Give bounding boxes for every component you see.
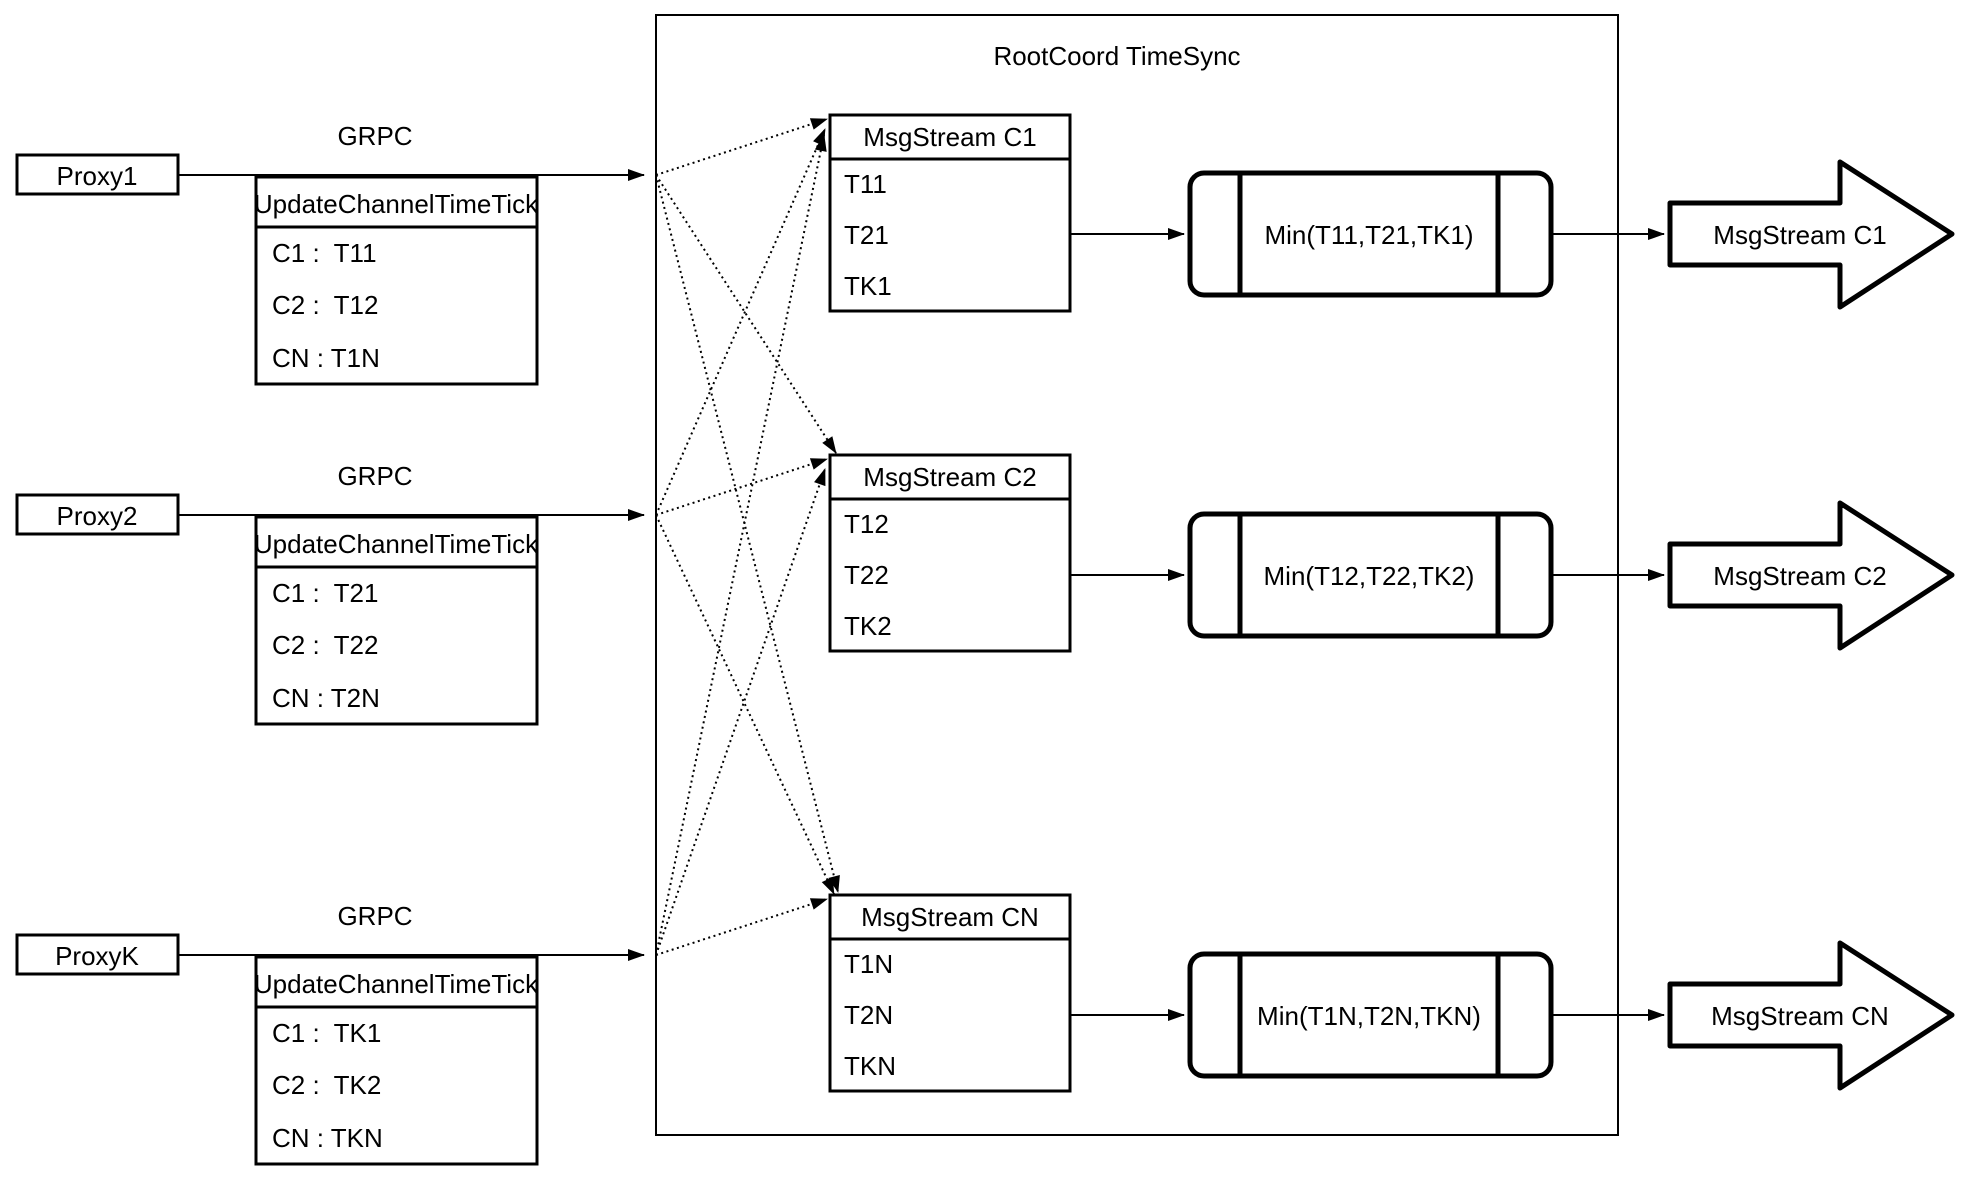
fanout-arrow-proxyk-to-c2 <box>655 468 826 956</box>
fanout-arrow-proxy1-to-c1 <box>655 118 828 176</box>
table-row: C1 : T11 <box>272 238 377 268</box>
table-row: C2 : T12 <box>272 290 378 320</box>
msgstream-cn-output-label: MsgStream CN <box>1711 1001 1889 1031</box>
channel-c1-group: MsgStream C1 T11 T21 TK1 Min(T11,T21,TK1… <box>828 113 1955 313</box>
min-cn-process: Min(T1N,T2N,TKN) <box>1187 951 1554 1079</box>
table-header: MsgStream C2 <box>863 462 1036 492</box>
min-c2-process: Min(T12,T22,TK2) <box>1187 511 1554 639</box>
msgstream-cn-table: MsgStream CN T1N T2N TKN <box>828 893 1072 1093</box>
proxyk-node <box>15 933 180 976</box>
proxy2-grpc-label: GRPC <box>337 461 412 491</box>
table-row: C2 : T22 <box>272 630 378 660</box>
msgstream-c2-output-arrow <box>1667 500 1955 651</box>
table-header: MsgStream CN <box>861 902 1039 932</box>
table-row: T21 <box>844 220 889 250</box>
proxy1-node <box>15 153 180 196</box>
process-label: Min(T1N,T2N,TKN) <box>1257 1001 1481 1031</box>
table-row: TK1 <box>844 271 892 301</box>
channel-cn-group: MsgStream CN T1N T2N TKN Min(T1N,T2N,TKN… <box>828 893 1955 1093</box>
table-box <box>254 955 539 1166</box>
msgstream-c1-output-arrow <box>1667 159 1955 310</box>
fanout-arrow-proxy1-to-c2 <box>655 174 837 454</box>
table-box <box>254 515 539 726</box>
table-row: T11 <box>844 169 887 199</box>
fanout-arrow-proxy2-to-c1 <box>655 128 826 516</box>
process-label: Min(T12,T22,TK2) <box>1264 561 1475 591</box>
proxy2-label: Proxy2 <box>57 501 138 531</box>
rootcoord-timesync-title: RootCoord TimeSync <box>993 41 1240 71</box>
proxy1-group: Proxy1 GRPC UpdateChannelTimeTick C1 : T… <box>15 121 645 386</box>
table-header: MsgStream C1 <box>863 122 1036 152</box>
table-row: CN : T2N <box>272 683 380 713</box>
table-row: CN : TKN <box>272 1123 383 1153</box>
fanout-arrow-proxyk-to-c1 <box>655 134 827 956</box>
proxy1-timetick-table: UpdateChannelTimeTick C1 : T11 C2 : T12 … <box>254 175 539 386</box>
table-row: C2 : TK2 <box>272 1070 381 1100</box>
proxy2-node <box>15 493 180 536</box>
fanout-arrow-proxy2-to-c2 <box>655 458 828 516</box>
proxy2-timetick-table: UpdateChannelTimeTick C1 : T21 C2 : T22 … <box>254 515 539 726</box>
proxy1-label: Proxy1 <box>57 161 138 191</box>
table-box <box>254 175 539 386</box>
proxy2-group: Proxy2 GRPC UpdateChannelTimeTick C1 : T… <box>15 461 645 726</box>
table-header: UpdateChannelTimeTick <box>254 189 539 219</box>
fanout-arrow-proxy2-to-cn <box>655 514 835 895</box>
fanout-arrow-proxyk-to-cn <box>655 898 828 956</box>
table-row: CN : T1N <box>272 343 380 373</box>
proxyk-grpc-label: GRPC <box>337 901 412 931</box>
proxy1-grpc-label: GRPC <box>337 121 412 151</box>
table-box <box>828 893 1072 1093</box>
table-header: UpdateChannelTimeTick <box>254 529 539 559</box>
msgstream-c2-output-label: MsgStream C2 <box>1713 561 1886 591</box>
table-row: TK2 <box>844 611 892 641</box>
fanout-arrow-proxy1-to-cn <box>655 174 840 893</box>
table-row: C1 : T21 <box>272 578 378 608</box>
msgstream-c2-table: MsgStream C2 T12 T22 TK2 <box>828 453 1072 653</box>
table-row: T2N <box>844 1000 893 1030</box>
table-row: T1N <box>844 949 893 979</box>
proxyk-timetick-table: UpdateChannelTimeTick C1 : TK1 C2 : TK2 … <box>254 955 539 1166</box>
channel-c2-group: MsgStream C2 T12 T22 TK2 Min(T12,T22,TK2… <box>828 453 1955 653</box>
msgstream-c1-table: MsgStream C1 T11 T21 TK1 <box>828 113 1072 313</box>
process-label: Min(T11,T21,TK1) <box>1264 220 1473 250</box>
table-box <box>828 453 1072 653</box>
table-row: T12 <box>844 509 889 539</box>
msgstream-c1-output-label: MsgStream C1 <box>1713 220 1886 250</box>
proxyk-label: ProxyK <box>55 941 139 971</box>
msgstream-cn-output-arrow <box>1667 940 1955 1091</box>
proxyk-group: ProxyK GRPC UpdateChannelTimeTick C1 : T… <box>15 901 645 1166</box>
table-row: TKN <box>844 1051 896 1081</box>
min-c1-process: Min(T11,T21,TK1) <box>1187 170 1554 298</box>
table-row: T22 <box>844 560 889 590</box>
table-header: UpdateChannelTimeTick <box>254 969 539 999</box>
grpc-fanout-links <box>655 118 840 956</box>
table-row: C1 : TK1 <box>272 1018 381 1048</box>
table-box <box>828 113 1072 313</box>
